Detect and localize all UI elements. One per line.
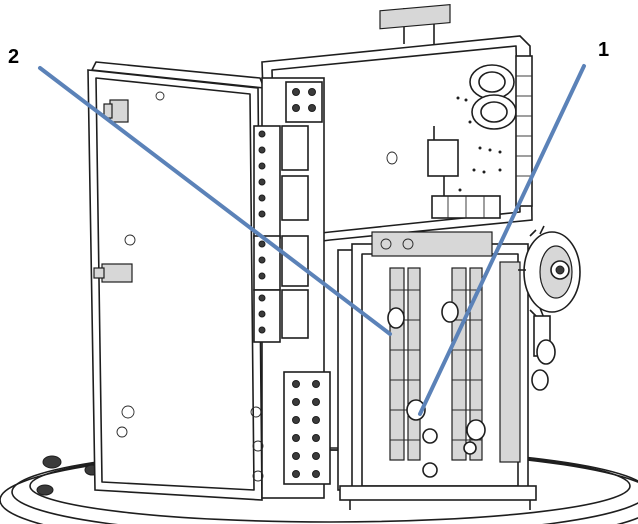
gear-wheel [518, 225, 581, 391]
side-fitting-middle [93, 263, 133, 283]
terminal-block-3 [253, 289, 309, 343]
cam-screws [387, 301, 486, 478]
left-side-plate [87, 61, 265, 501]
switch-assembly [337, 231, 529, 497]
callout-label-1: 1 [598, 39, 609, 61]
lower-rails [339, 485, 537, 510]
side-fitting-upper [103, 99, 129, 123]
leader-line-1 [418, 64, 586, 416]
terminal-block-column [250, 77, 331, 499]
spring-rack-right [451, 267, 483, 461]
terminal-block-1 [253, 125, 309, 239]
leader-lines [38, 64, 586, 416]
callout-label-2: 2 [8, 46, 19, 68]
terminal-block-lower [250, 371, 331, 485]
circuit-traces [456, 96, 502, 192]
upper-circuit-board [261, 3, 533, 249]
terminal-block-2 [253, 235, 309, 291]
leader-line-2 [38, 66, 392, 336]
board-terminal-column [515, 55, 533, 207]
